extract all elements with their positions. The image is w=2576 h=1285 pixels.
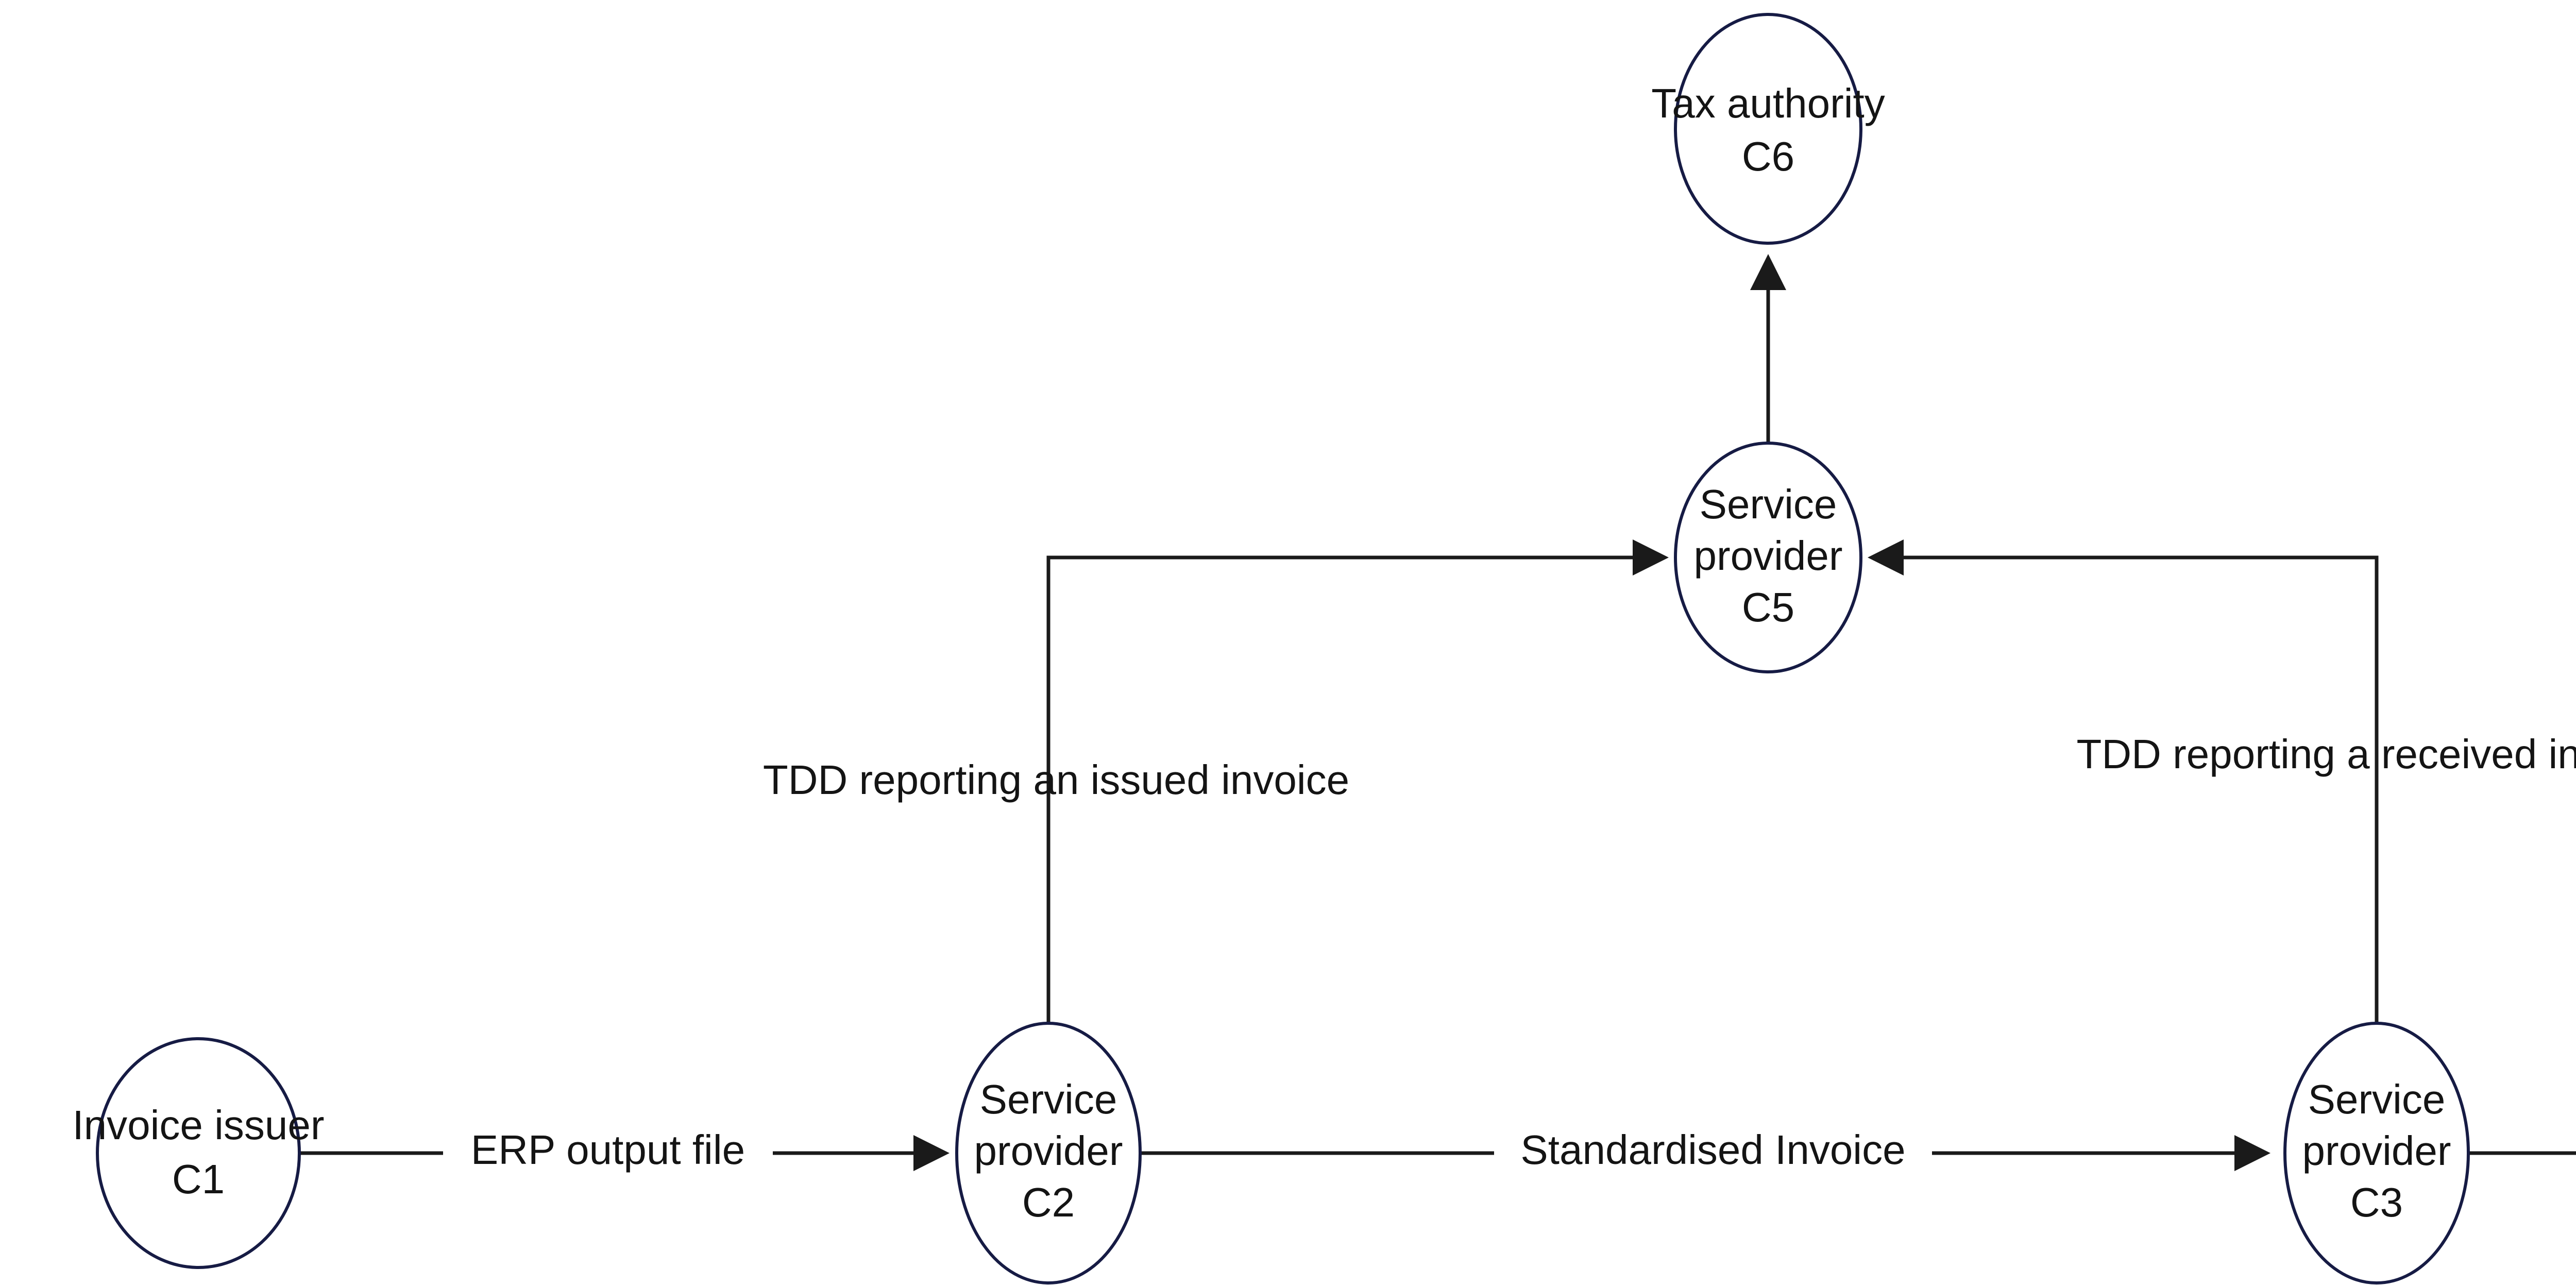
edge-label-tdd-received-invoice: TDD reporting a received invoice (2077, 731, 2576, 777)
node-label-c1-line2: C1 (172, 1156, 225, 1202)
node-ellipse-c1[interactable] (96, 1037, 301, 1269)
node-invoice-issuer[interactable]: Invoice issuer C1 (72, 1037, 325, 1269)
edge-label-tdd-issued-invoice: TDD reporting an issued invoice (763, 757, 1349, 803)
label-backing-standardised-invoice (1494, 1122, 1932, 1184)
node-ellipse-c3[interactable] (2283, 1022, 2470, 1284)
edge-label-text-tdd-received: TDD reporting a received invoice (2077, 731, 2576, 777)
node-label-c2-line1: Service (980, 1076, 1117, 1122)
node-ellipse-c6[interactable] (1674, 13, 1862, 245)
node-label-c1-line1: Invoice issuer (72, 1102, 324, 1148)
node-ellipse-c2[interactable] (955, 1022, 1142, 1284)
edge-path-tdd-received (1868, 539, 2379, 1023)
edge-label-standardised-invoice: Standardised Invoice (1494, 1122, 1932, 1184)
node-tax-authority[interactable]: Tax authority C6 (1651, 13, 1885, 245)
edge-label-erp-output-file: ERP output file (443, 1122, 773, 1184)
node-label-c6-line1: Tax authority (1651, 80, 1885, 126)
node-label-c5-line2: provider (1693, 533, 1842, 579)
edge-tdd-reporting-issued-invoice (1046, 539, 1669, 1023)
node-label-c2-line2: provider (974, 1128, 1123, 1174)
edge-path-tdd-issued (1046, 539, 1669, 1023)
node-service-provider-c3[interactable]: Service provider C3 (2283, 1022, 2470, 1284)
node-label-c2-line3: C2 (1022, 1179, 1075, 1225)
node-service-provider-c5[interactable]: Service provider C5 (1674, 442, 1862, 673)
edge-label-text-tdd-issued: TDD reporting an issued invoice (763, 757, 1349, 803)
edge-label-text-standardised-invoice: Standardised Invoice (1520, 1127, 1905, 1173)
node-label-c3-line3: C3 (2350, 1179, 2403, 1225)
edge-tdd-reporting-received-invoice (1868, 539, 2379, 1023)
edge-label-text-erp-output: ERP output file (471, 1127, 745, 1173)
node-label-c5-line3: C5 (1742, 584, 1794, 630)
node-service-provider-c2[interactable]: Service provider C2 (955, 1022, 1142, 1284)
node-label-c3-line1: Service (2308, 1076, 2446, 1122)
node-label-c5-line1: Service (1700, 481, 1837, 527)
node-label-c3-line2: provider (2302, 1128, 2451, 1174)
node-ellipse-c5[interactable] (1674, 442, 1862, 673)
label-backing-erp-output (443, 1122, 773, 1184)
node-label-c6-line2: C6 (1742, 133, 1794, 179)
